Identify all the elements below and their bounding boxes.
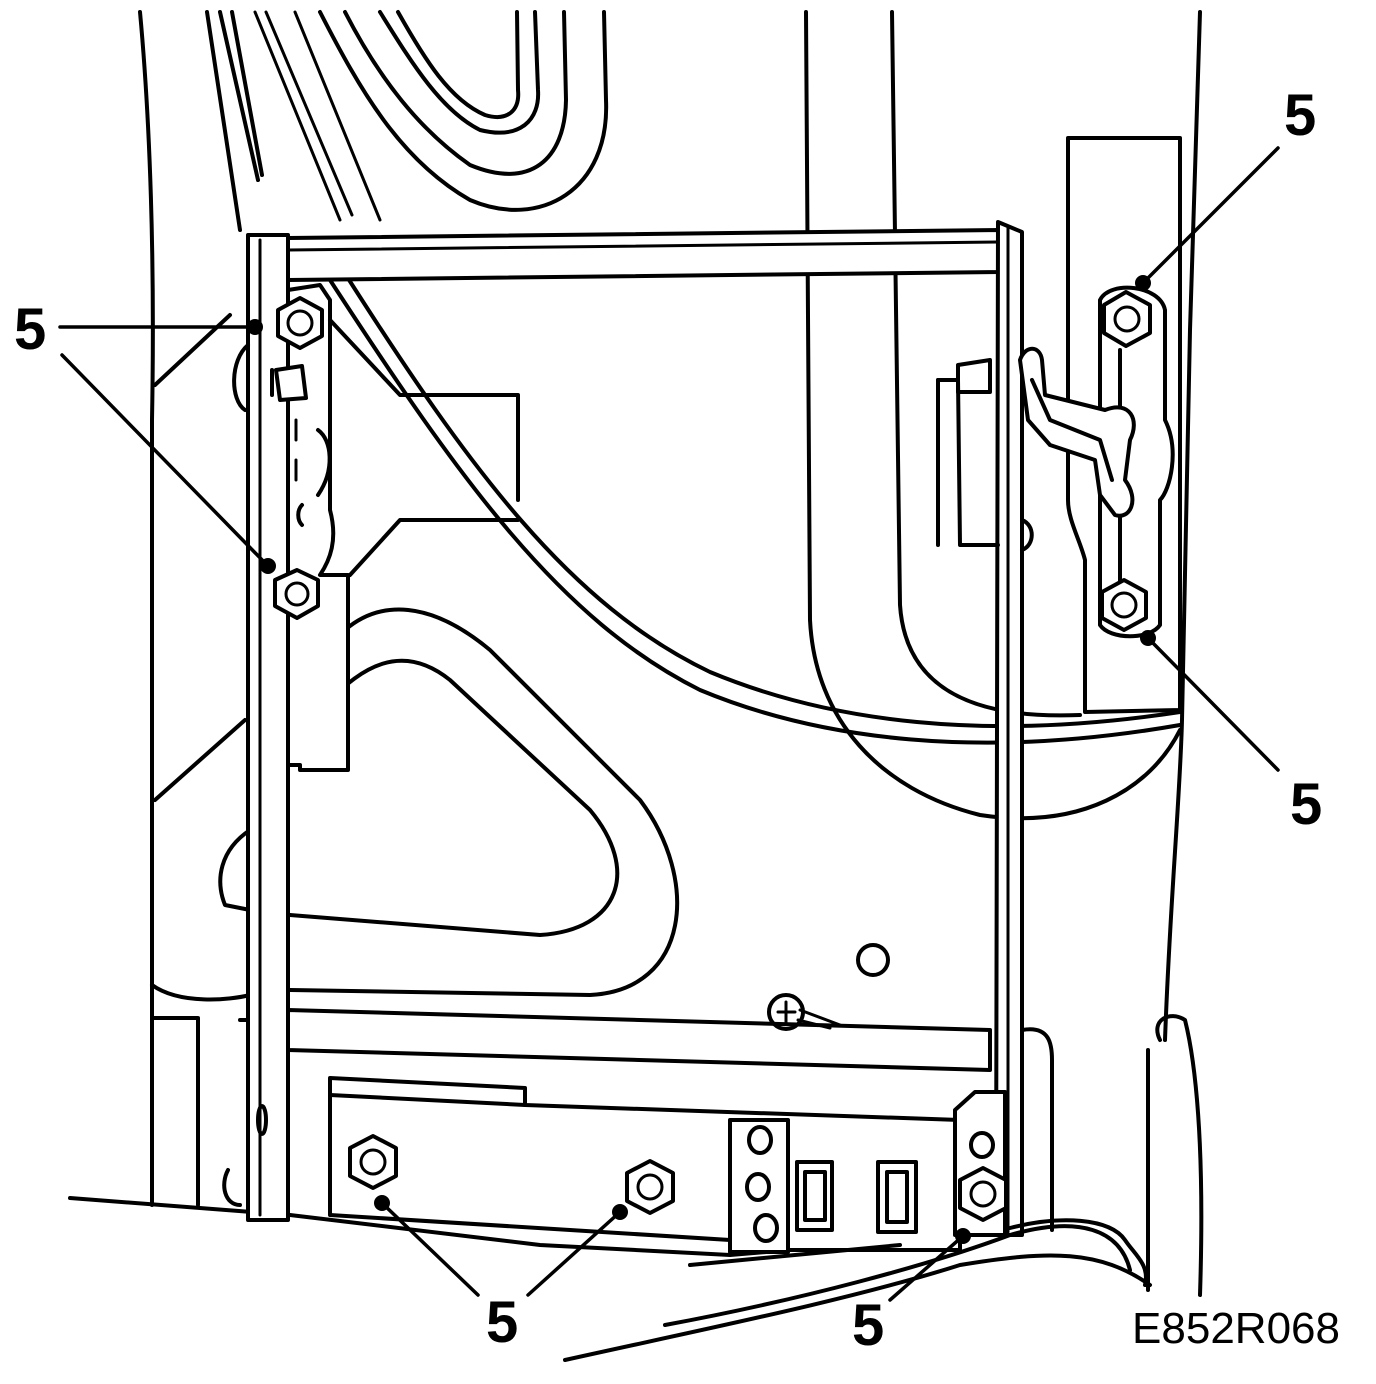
callout-label-upper-right: 5 <box>1284 83 1316 148</box>
nuts <box>273 290 1152 1222</box>
callout-labels: 5 5 5 5 5 <box>14 83 1322 1358</box>
left-bracket <box>232 283 520 772</box>
callout-label-bottom-left-pair: 5 <box>486 1290 518 1355</box>
callout-label-right-lower: 5 <box>1290 772 1322 837</box>
seat-frame <box>222 220 1152 1362</box>
figure-reference-code: E852R068 <box>1132 1304 1340 1353</box>
nut-bottom-2 <box>625 1159 675 1215</box>
nut-right-upper <box>1102 290 1152 348</box>
callout-label-bottom-right: 5 <box>852 1293 884 1358</box>
nut-bottom-3 <box>958 1166 1008 1222</box>
callout-leaders <box>58 146 1280 1302</box>
right-bracket <box>1018 285 1175 639</box>
callout-label-left-pair: 5 <box>14 297 46 362</box>
nut-right-lower <box>1100 578 1148 632</box>
nut-left-upper <box>276 296 324 350</box>
nut-bottom-1 <box>348 1134 398 1190</box>
background-contours <box>68 10 1204 1297</box>
lower-panel <box>150 313 890 1002</box>
nut-left-lower <box>273 568 320 620</box>
